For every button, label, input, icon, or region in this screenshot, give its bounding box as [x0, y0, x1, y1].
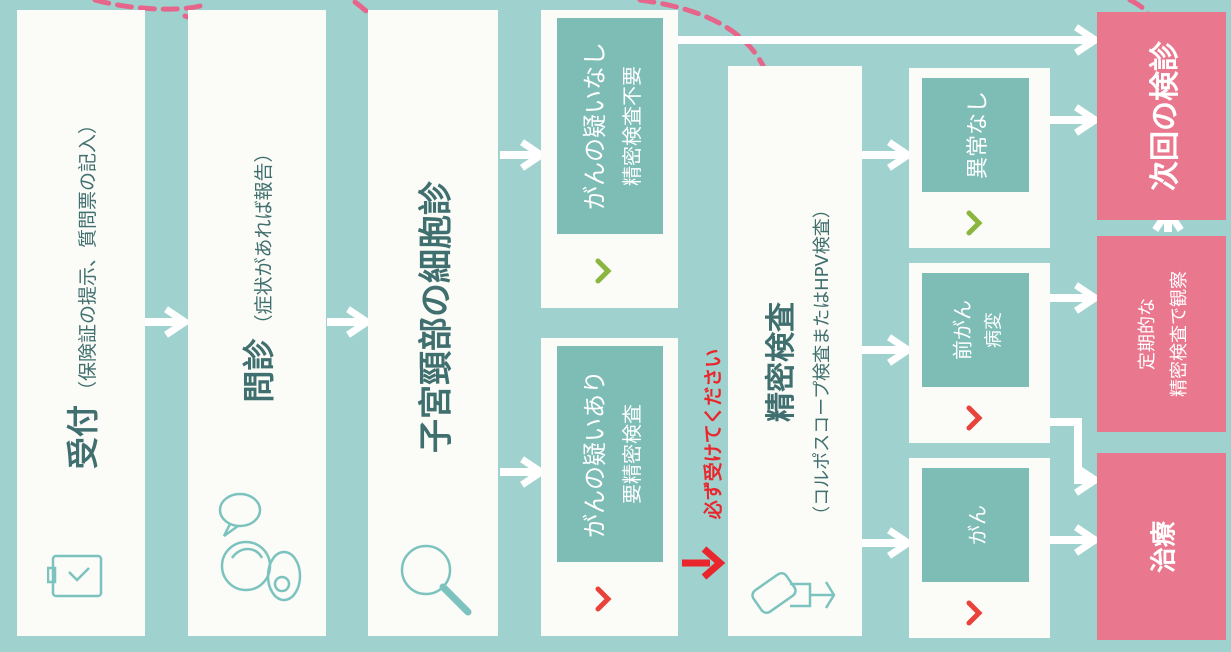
next-exam-label: 次回の検診 [1147, 41, 1183, 191]
must-take-text: 必ず受けてください [702, 348, 725, 520]
no-abnormality-panel: 異常なし [909, 68, 1050, 248]
colposcope-icon [748, 562, 840, 628]
detailed-exam-title: 精密検査 [764, 302, 799, 423]
precancer-panel: 前がん 病変 [909, 263, 1050, 443]
precancer-line1: 前がん [950, 300, 974, 360]
interview-title: 問診 [240, 338, 278, 403]
no-abnormality-box: 異常なし [922, 78, 1029, 192]
suspicion-panel: がんの疑いあり 要精密検査 [541, 338, 678, 636]
periodic-observation-box: 定期的な 精密検査で観察 [1097, 236, 1226, 432]
reception-note: （保険証の提示、質問票の記入） [77, 114, 99, 400]
detailed-exam-note: （コルポスコープ検査またはHPV検査） [812, 200, 833, 525]
no-suspicion-line2: 精密検査不要 [620, 66, 644, 186]
next-exam-box: 次回の検診 [1097, 12, 1226, 220]
no-suspicion-box: がんの疑いなし 精密検査不要 [557, 18, 663, 234]
no-suspicion-panel: がんの疑いなし 精密検査不要 [541, 10, 678, 308]
detailed-exam-panel: 精密検査 （コルポスコープ検査またはHPV検査） [728, 66, 862, 636]
cytology-panel: 子宮頸部の細胞診 [368, 10, 498, 636]
no-suspicion-line1: がんの疑いなし [581, 42, 609, 210]
precancer-box: 前がん 病変 [922, 273, 1029, 387]
magnifier-icon [396, 540, 476, 620]
suspicion-line2: 要精密検査 [620, 404, 644, 504]
reception-title: 受付 [64, 404, 102, 469]
periodic-line2: 精密検査で観察 [1168, 271, 1190, 397]
suspicion-line1: がんの疑いあり [581, 370, 609, 538]
suspicion-box: がんの疑いあり 要精密検査 [557, 346, 663, 562]
red-arrow-icon [680, 545, 726, 581]
treatment-box: 治療 [1097, 453, 1226, 640]
periodic-line1: 定期的な [1136, 298, 1158, 370]
must-take-notice: 必ず受けてください [700, 318, 725, 550]
cancer-panel: がん [909, 458, 1050, 638]
cytology-title: 子宮頸部の細胞診 [416, 180, 457, 453]
green-check-icon [966, 210, 992, 236]
interview-panel: 問診 （症状があれば報告） [188, 10, 326, 636]
cancer-box: がん [922, 468, 1029, 582]
treatment-label: 治療 [1149, 520, 1179, 573]
red-check-icon [966, 405, 992, 431]
red-check-icon [595, 586, 621, 612]
clipboard-icon [47, 548, 107, 604]
precancer-line2: 病変 [983, 312, 1004, 348]
cancer-label: がん [965, 505, 989, 545]
red-check-icon [966, 600, 992, 626]
no-abnormality-label: 異常なし [965, 90, 991, 180]
interview-note: （症状があれば報告） [253, 143, 275, 334]
green-check-icon [595, 258, 621, 284]
consultation-icon [210, 488, 306, 608]
reception-panel: 受付 （保険証の提示、質問票の記入） [17, 10, 145, 636]
